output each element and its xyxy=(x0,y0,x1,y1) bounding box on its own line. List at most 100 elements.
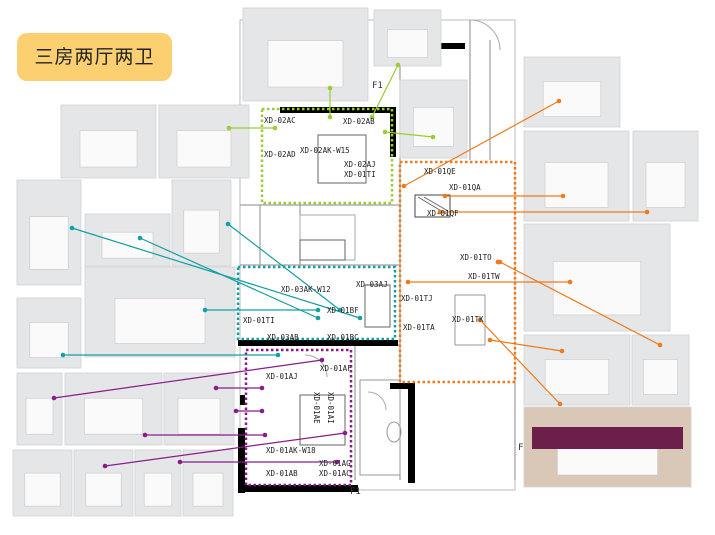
label-xd-01bc: XD-01BC xyxy=(327,333,359,342)
leader-lines xyxy=(51,62,663,469)
leader-dot-21-1 xyxy=(342,430,348,436)
leader-dot-9-1 xyxy=(497,259,503,265)
leader-dot-14-0 xyxy=(225,221,231,227)
leader-line-10 xyxy=(489,339,563,352)
leader-dot-22-0 xyxy=(177,459,183,465)
small-wardrobe-photo xyxy=(16,297,82,369)
label-xd-01qa: XD-01QA xyxy=(449,183,481,192)
leader-dot-0-1 xyxy=(327,114,333,120)
double-bed-photo xyxy=(242,7,369,102)
drawer-chest-photo xyxy=(73,449,134,517)
coffee-table-photo xyxy=(523,334,631,406)
label-xd-01ai: XD-01AI xyxy=(326,392,335,424)
leader-dot-13-1 xyxy=(315,315,321,321)
label-xd-01tw: XD-01TW xyxy=(468,272,500,281)
leader-line-17 xyxy=(53,359,323,399)
label-xd-01ae: XD-01AE xyxy=(312,392,321,424)
leader-line-2 xyxy=(384,131,434,138)
label-xd-01ak-w18: XD-01AK-W18 xyxy=(266,446,316,455)
stool-photo xyxy=(182,449,234,517)
leader-dot-1-1 xyxy=(369,114,375,120)
leader-line-11 xyxy=(479,319,561,405)
leader-dot-18-1 xyxy=(262,432,268,438)
master-bedroom-outline xyxy=(260,107,394,205)
wall-cabinet-photo xyxy=(84,213,171,267)
leader-dot-20-1 xyxy=(259,408,265,414)
room-outlines xyxy=(236,107,517,487)
label-xd-01to: XD-01TO xyxy=(460,253,492,262)
leader-dot-6-0 xyxy=(644,209,650,215)
leader-line-12 xyxy=(71,227,361,319)
dining-chair-photo xyxy=(632,130,699,222)
layout-title-badge: 三房两厅两卫 xyxy=(17,33,172,81)
leader-dot-16-0 xyxy=(60,352,66,358)
leader-dot-6-1 xyxy=(437,209,443,215)
nightstand-flowers-photo xyxy=(163,372,235,446)
low-cabinet-photo xyxy=(12,449,73,517)
label-xd-02ac: XD-02AC xyxy=(264,116,296,125)
leader-line-21 xyxy=(104,432,346,467)
kids-room-outline xyxy=(236,265,397,341)
label-xd-03ak-w12: XD-03AK-W12 xyxy=(281,285,331,294)
label-xd-01aj: XD-01AJ xyxy=(266,372,298,381)
label-xd-01tk: XD-01TK xyxy=(452,315,484,324)
leader-dot-1-0 xyxy=(395,62,401,68)
label-xd-01ti: XD-01TI xyxy=(243,316,275,325)
leader-dot-4-0 xyxy=(556,98,562,104)
leader-line-9 xyxy=(499,261,661,346)
vanity-mirror-photo xyxy=(134,449,182,517)
label-xd-01qe: XD-01QE xyxy=(424,167,456,176)
product-photos xyxy=(12,7,699,517)
label-xd-01ac: XD-01AC xyxy=(319,469,351,478)
display-cabinet-photo xyxy=(16,372,63,446)
leader-dot-13-0 xyxy=(137,235,143,241)
leader-dot-2-1 xyxy=(382,129,388,135)
leader-dot-22-1 xyxy=(334,459,340,465)
leader-dot-4-1 xyxy=(401,183,407,189)
floor-mark-2: F1 xyxy=(350,487,361,497)
leader-dot-14-1 xyxy=(337,307,343,313)
leader-dot-11-1 xyxy=(477,317,483,323)
leader-dot-5-0 xyxy=(560,193,566,199)
leader-dot-21-0 xyxy=(102,463,108,469)
label-xd-01ab: XD-01AB xyxy=(266,469,298,478)
layout-title: 三房两厅两卫 xyxy=(34,46,155,68)
leader-dot-2-0 xyxy=(430,134,436,140)
leader-dot-3-1 xyxy=(272,125,278,131)
label-xd-01qf: XD-01QF xyxy=(427,209,459,218)
leader-dot-18-0 xyxy=(142,432,148,438)
leader-dot-15-0 xyxy=(202,307,208,313)
desk-photo xyxy=(158,104,250,179)
living-room-outline xyxy=(398,160,517,384)
leader-line-1 xyxy=(371,64,399,118)
leader-dot-16-1 xyxy=(275,352,281,358)
label-xd-02ak-w15: XD-02AK-W15 xyxy=(300,146,350,155)
living-room-scene-photo xyxy=(523,406,692,488)
leader-line-4 xyxy=(403,100,560,187)
leader-dot-10-1 xyxy=(487,337,493,343)
wardrobe-photo xyxy=(399,79,468,159)
tv-unit-photo xyxy=(523,223,671,332)
label-xd-03aj: XD-03AJ xyxy=(356,280,388,289)
label-xd-02ad: XD-02AD xyxy=(264,150,296,159)
label-xd-01tj: XD-01TJ xyxy=(401,294,433,303)
leader-dot-20-0 xyxy=(233,408,239,414)
label-xd-01bf: XD-01BF xyxy=(327,306,359,315)
label-xd-01af: XD-01AF xyxy=(320,364,352,373)
kids-bed-photo xyxy=(84,266,236,358)
second-bedroom-outline xyxy=(244,348,353,487)
upholstered-bed-photo xyxy=(64,372,163,446)
bookshelf-desk-photo xyxy=(16,179,82,286)
leader-line-14 xyxy=(227,223,341,311)
leader-dot-17-0 xyxy=(51,395,57,401)
leader-dot-11-0 xyxy=(557,401,563,407)
leader-dot-5-1 xyxy=(442,193,448,199)
leader-dot-8-1 xyxy=(405,279,411,285)
leader-dot-12-1 xyxy=(357,315,363,321)
glass-cabinet-photo xyxy=(523,56,621,128)
leader-dot-3-0 xyxy=(226,125,232,131)
label-xd-01ag: XD-01AG xyxy=(319,459,351,468)
tall-wardrobe-photo xyxy=(171,179,232,267)
